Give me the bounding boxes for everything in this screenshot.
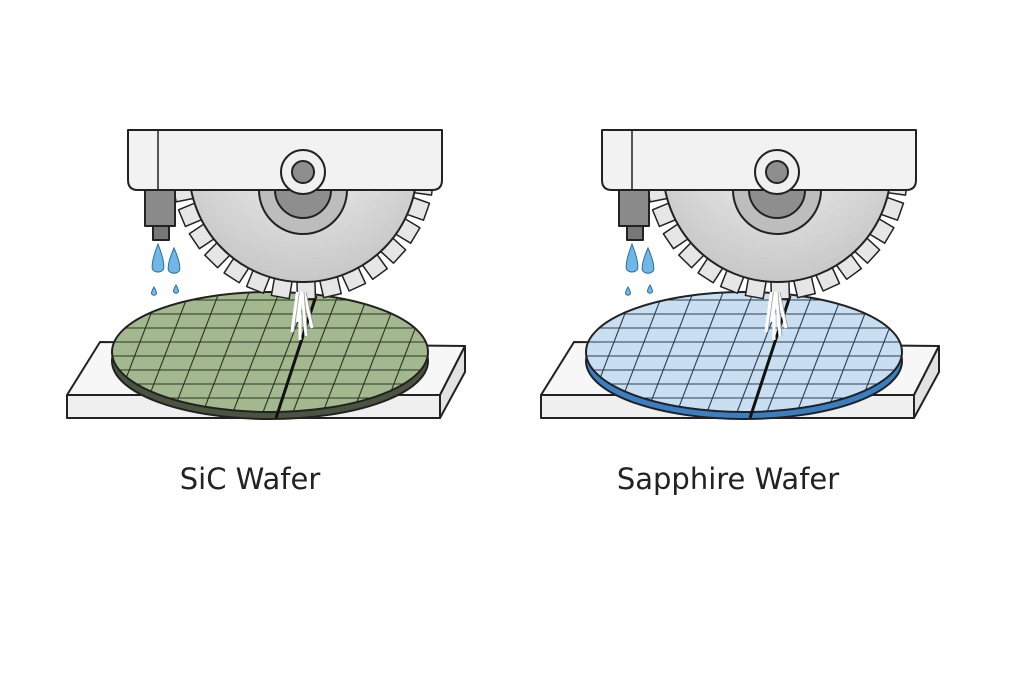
spray-streak-outline xyxy=(303,291,309,337)
spray-streak-outline xyxy=(305,291,315,329)
spray-streak-outline xyxy=(779,291,789,329)
water-drop xyxy=(167,246,181,274)
blade xyxy=(645,188,909,300)
grid-col-line xyxy=(20,290,70,420)
grid-col-line xyxy=(0,290,10,420)
spray-streak xyxy=(764,291,773,333)
grid-col-line xyxy=(0,290,40,420)
coolant-nozzle xyxy=(618,189,650,227)
sapphire-wafer-label: Sapphire Wafer xyxy=(616,462,840,496)
wafer-surface xyxy=(112,292,428,412)
grid-col-line xyxy=(199,292,251,412)
grid-col-line xyxy=(229,292,281,412)
spray-streak xyxy=(774,291,782,337)
water-drop xyxy=(625,242,639,273)
spray-streak xyxy=(300,291,308,337)
spray-streak-outline xyxy=(777,291,783,337)
spindle-bolt xyxy=(291,160,315,184)
spray-streak xyxy=(290,291,299,333)
spray-streak xyxy=(776,291,788,329)
grid-col-line xyxy=(464,290,514,420)
water-drop xyxy=(151,242,165,273)
spray-streak xyxy=(302,291,314,329)
water-drop xyxy=(641,246,655,274)
wafer-outline xyxy=(111,291,429,413)
sapphire-dicing-unit xyxy=(464,129,1024,420)
water-drop xyxy=(173,284,179,294)
wafer-die-grid xyxy=(464,290,1024,420)
blade xyxy=(171,188,435,300)
water-drop xyxy=(625,286,631,296)
nozzle-tip xyxy=(626,225,644,241)
grid-col-line xyxy=(470,290,520,420)
grid-col-line xyxy=(733,292,785,412)
grid-col-line xyxy=(793,292,845,412)
grid-col-line xyxy=(763,292,815,412)
grid-col-line xyxy=(673,292,725,412)
spray-streak-outline xyxy=(293,291,300,333)
water-drop xyxy=(647,284,653,294)
grid-col-line xyxy=(703,292,755,412)
coolant-nozzle xyxy=(144,189,176,227)
sic-wafer-label: SiC Wafer xyxy=(179,462,321,496)
grid-col-line xyxy=(289,292,341,412)
grid-col-line xyxy=(319,292,371,412)
grid-col-line xyxy=(259,292,311,412)
water-drop xyxy=(151,286,157,296)
spindle-bolt xyxy=(765,160,789,184)
wafer-surface xyxy=(586,292,902,412)
grid-col-line xyxy=(944,290,994,420)
spray-streak-outline xyxy=(767,291,774,333)
grid-col-line xyxy=(643,292,695,412)
grid-col-line xyxy=(169,292,221,412)
grid-col-line xyxy=(974,290,1024,420)
nozzle-tip xyxy=(152,225,170,241)
wafer-outline xyxy=(585,291,903,413)
grid-col-line xyxy=(494,290,544,420)
sic-dicing-unit xyxy=(0,129,520,420)
